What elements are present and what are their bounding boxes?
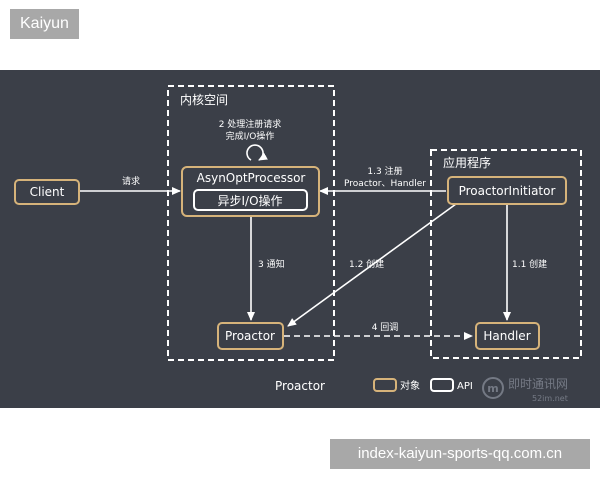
proactor-diagram: 内核空间 应用程序 2 处理注册请求 完成I/O操作 请求 1.3 注册 Pro… <box>0 70 600 408</box>
create-handler-label: 1.1 创建 <box>512 258 547 270</box>
watermark-name: 即时通讯网 <box>508 377 568 391</box>
register-label-2: Proactor、Handler <box>344 179 426 189</box>
initiator-node <box>447 176 567 205</box>
watermark-url: 52im.net <box>532 394 568 403</box>
callback-label: 4 回调 <box>372 322 399 333</box>
client-node <box>14 179 80 205</box>
footer-domain-link[interactable]: index-kaiyun-sports-qq.com.cn <box>330 439 590 469</box>
register-label-1: 1.3 注册 <box>367 165 402 177</box>
processor-label: AsynOptProcessor <box>197 171 306 185</box>
legend-object-label: 对象 <box>400 379 420 392</box>
notify-label: 3 通知 <box>258 258 285 270</box>
legend-api-swatch <box>430 378 454 392</box>
process-label-2: 完成I/O操作 <box>226 130 275 142</box>
legend-title: Proactor <box>275 379 325 393</box>
legend-api-label: API <box>457 381 473 392</box>
async-io-api <box>193 189 308 211</box>
client-label: Client <box>30 185 65 199</box>
request-label: 请求 <box>122 175 140 187</box>
create-proactor-label: 1.2 创建 <box>349 258 384 270</box>
diagram-canvas: 内核空间 应用程序 2 处理注册请求 完成I/O操作 请求 1.3 注册 Pro… <box>14 85 582 403</box>
kernel-space-region <box>167 85 335 361</box>
brand-badge: Kaiyun <box>10 9 79 39</box>
handler-label: Handler <box>483 329 530 343</box>
proactor-label: Proactor <box>225 329 275 343</box>
watermark-logo: m 即时通讯网 52im.net <box>482 377 568 403</box>
kernel-space-label: 内核空间 <box>180 93 228 107</box>
async-io-label: 异步I/O操作 <box>217 193 282 208</box>
app-region <box>430 149 582 359</box>
app-region-label: 应用程序 <box>443 155 491 170</box>
watermark-icon <box>482 377 504 399</box>
svg-text:m: m <box>487 382 498 395</box>
initiator-label: ProactorInitiator <box>459 184 556 198</box>
process-loop-arrow <box>246 144 268 161</box>
proactor-node <box>217 322 284 350</box>
process-label-1: 2 处理注册请求 <box>219 118 282 130</box>
handler-node <box>475 322 540 350</box>
create-proactor-arrow <box>287 203 457 327</box>
legend-object-swatch <box>373 378 397 392</box>
